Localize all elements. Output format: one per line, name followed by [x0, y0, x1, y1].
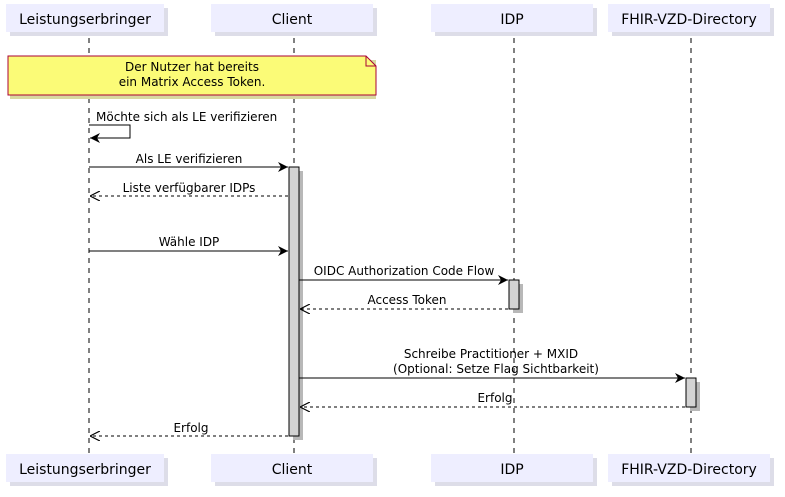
participant-client-label: Client — [272, 12, 313, 28]
message-self-verify: Möchte sich als LE verifizieren — [89, 110, 277, 143]
note-line-2: ein Matrix Access Token. — [119, 75, 266, 89]
participant-le-bottom: Leistungserbringer — [6, 454, 168, 486]
message-success-le-label: Erfolg — [173, 421, 208, 435]
activation-idp — [508, 279, 523, 313]
message-idp-list: Liste verfügbarer IDPs — [90, 181, 288, 196]
message-choose-idp: Wähle IDP — [89, 235, 288, 256]
participant-idp-bottom-label: IDP — [500, 462, 523, 478]
message-access-token-label: Access Token — [367, 293, 446, 307]
participant-le-top: Leistungserbringer — [6, 4, 168, 36]
message-verify-le-label: Als LE verifizieren — [136, 152, 243, 166]
message-write-practitioner: Schreibe Practitioner + MXID (Optional: … — [299, 347, 685, 383]
participant-le-label: Leistungserbringer — [19, 12, 151, 28]
message-success-le: Erfolg — [90, 421, 288, 436]
message-success-fhir: Erfolg — [300, 391, 685, 407]
message-access-token: Access Token — [300, 293, 508, 309]
message-write-practitioner-line-2: (Optional: Setze Flag Sichtbarkeit) — [393, 362, 599, 376]
participant-client-bottom-label: Client — [272, 462, 313, 478]
message-oidc-flow: OIDC Authorization Code Flow — [299, 264, 508, 285]
participant-idp-label: IDP — [500, 12, 523, 28]
participant-idp-top: IDP — [431, 4, 597, 36]
activation-fhir — [685, 377, 700, 411]
message-success-fhir-label: Erfolg — [477, 391, 512, 405]
message-write-practitioner-line-1: Schreibe Practitioner + MXID — [404, 347, 578, 361]
participant-fhir-bottom-label: FHIR-VZD-Directory — [621, 462, 757, 478]
participant-fhir-bottom: FHIR-VZD-Directory — [608, 454, 774, 486]
participant-client-top: Client — [211, 4, 377, 36]
participant-client-bottom: Client — [211, 454, 377, 486]
participant-fhir-top: FHIR-VZD-Directory — [608, 4, 774, 36]
participant-le-bottom-label: Leistungserbringer — [19, 462, 151, 478]
message-choose-idp-label: Wähle IDP — [159, 235, 220, 249]
participant-fhir-label: FHIR-VZD-Directory — [621, 12, 757, 28]
message-verify-le: Als LE verifizieren — [89, 152, 288, 172]
note-line-1: Der Nutzer hat bereits — [125, 60, 259, 74]
message-oidc-flow-label: OIDC Authorization Code Flow — [314, 264, 495, 278]
activation-client — [288, 166, 303, 440]
note: Der Nutzer hat bereits ein Matrix Access… — [7, 55, 377, 99]
message-idp-list-label: Liste verfügbarer IDPs — [123, 181, 256, 195]
participant-idp-bottom: IDP — [431, 454, 597, 486]
message-self-verify-label: Möchte sich als LE verifizieren — [96, 110, 277, 124]
